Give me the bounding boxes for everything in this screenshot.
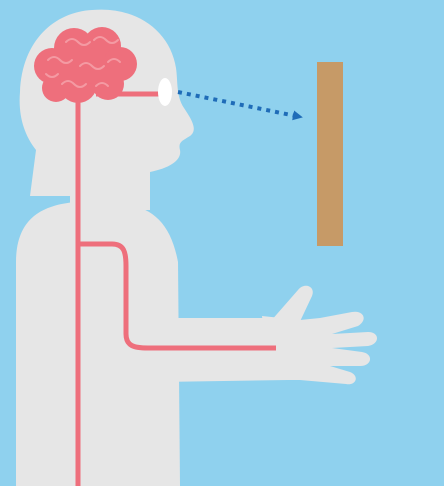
vertical-bar-icon bbox=[317, 62, 343, 246]
eye-icon bbox=[158, 78, 172, 106]
neck-shape bbox=[70, 150, 150, 210]
